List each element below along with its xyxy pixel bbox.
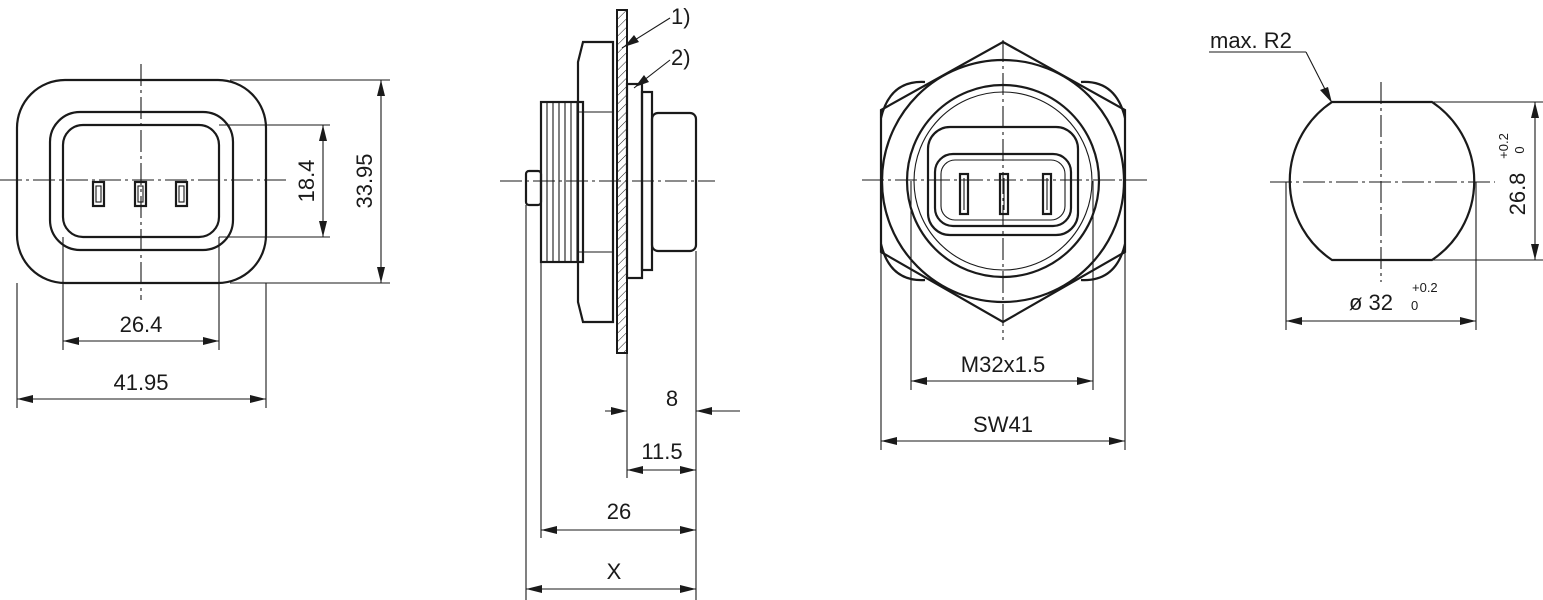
callout-2-label: 2) — [671, 45, 691, 70]
dia-label: ø 32 — [1349, 290, 1393, 315]
rear-socket-inner — [933, 152, 1073, 228]
height-label: 26.8 — [1505, 173, 1530, 216]
dim-height-outer: 33.95 — [230, 79, 390, 284]
rear-lug-tr — [1080, 80, 1127, 119]
dim-height-inner-label: 18.4 — [294, 160, 319, 203]
rear-pin-contacts — [958, 172, 1053, 216]
dim-x: X — [525, 205, 696, 600]
rear-lug-bl — [879, 243, 926, 282]
front-middle-contour — [48, 110, 235, 252]
dim-26: 26 — [540, 262, 696, 538]
cutout-outline — [1288, 100, 1476, 262]
dim-height-inner: 18.4 — [219, 124, 330, 238]
front-pin-contacts — [91, 180, 189, 208]
dim-height-outer-label: 33.95 — [352, 153, 377, 208]
rear-lug-tl — [879, 80, 926, 119]
side-view: 1) 2) 8 11.5 26 — [500, 4, 740, 600]
dim-11-5-label: 11.5 — [641, 439, 682, 464]
dim-26-label: 26 — [607, 499, 631, 524]
dim-x-label: X — [607, 559, 622, 584]
dim-thread: M32x1.5 — [910, 181, 1094, 390]
dia-tol-lower: 0 — [1411, 298, 1418, 313]
rear-inner-circle — [905, 83, 1101, 279]
dim-8-label: 8 — [666, 386, 678, 411]
dim-width-inner-label: 26.4 — [120, 312, 163, 337]
side-panel-plate — [616, 9, 628, 354]
front-view: 26.4 41.95 18.4 33.95 — [0, 64, 390, 408]
dim-wrench-label: SW41 — [973, 412, 1033, 437]
side-hex-nut — [576, 40, 615, 324]
front-socket-opening — [61, 123, 221, 239]
dim-height: 26.8 +0.2 0 — [1432, 101, 1543, 261]
dim-width-inner: 26.4 — [62, 237, 220, 350]
side-callouts: 1) 2) — [621, 4, 691, 89]
height-tol-upper: +0.2 — [1496, 133, 1511, 159]
panel-cutout: max. R2 ø 32 +0.2 0 26.8 +0.2 0 — [1209, 28, 1543, 330]
dim-thread-label: M32x1.5 — [961, 352, 1045, 377]
radius-label: max. R2 — [1210, 28, 1292, 53]
side-rear-stub — [524, 169, 543, 207]
rear-hex-nut — [879, 40, 1127, 324]
front-outer-flange — [15, 78, 268, 285]
side-front-housing — [650, 111, 698, 253]
dim-11-5: 11.5 — [627, 439, 696, 474]
dim-width-outer-label: 41.95 — [113, 370, 168, 395]
callout-1-label: 1) — [671, 4, 691, 29]
height-tol-lower: 0 — [1512, 146, 1527, 153]
dim-width-outer: 41.95 — [16, 283, 267, 408]
dim-wrench: SW41 — [880, 252, 1126, 450]
rear-view: M32x1.5 SW41 — [862, 40, 1147, 450]
dim-8: 8 — [605, 251, 740, 600]
side-thread-lines — [546, 102, 578, 262]
rear-socket-outer — [926, 125, 1080, 237]
rear-lug-br — [1080, 243, 1127, 282]
radius-callout: max. R2 — [1209, 28, 1332, 103]
rear-outer-circle — [880, 58, 1126, 304]
dia-tol-upper: +0.2 — [1412, 280, 1438, 295]
dim-diameter: ø 32 +0.2 0 — [1285, 182, 1477, 330]
